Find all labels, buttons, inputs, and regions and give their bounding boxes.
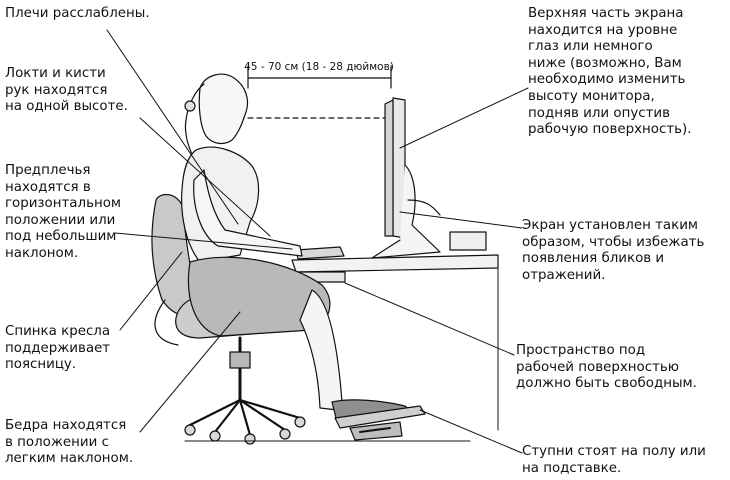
label-thighs: Бедра находятся в положении с легким нак…: [5, 418, 134, 467]
monitor: [371, 97, 487, 259]
label-shoulders: Плечи расслаблены.: [5, 6, 150, 21]
leader-lines: [106, 29, 529, 454]
label-space: Пространство под рабочей поверхностью до…: [516, 343, 697, 392]
person: [181, 73, 426, 441]
label-forearms: Предплечья находятся в горизонтальном по…: [5, 163, 122, 261]
label-elbows: Локти и кисти рук находятся на одной выс…: [5, 66, 128, 115]
distance-dimension: [247, 65, 392, 119]
label-feet: Ступни стоят на полу или на подставке.: [522, 444, 706, 476]
distance-label: 45 - 70 см (18 - 28 дюймов): [244, 61, 394, 73]
desk: [291, 254, 499, 431]
label-screen-top: Верхняя часть экрана находится на уровне…: [528, 6, 692, 138]
label-glare: Экран установлен таким образом, чтобы из…: [522, 218, 705, 283]
keyboard: [295, 246, 345, 260]
label-back: Спинка кресла поддерживает поясницу.: [5, 324, 111, 373]
